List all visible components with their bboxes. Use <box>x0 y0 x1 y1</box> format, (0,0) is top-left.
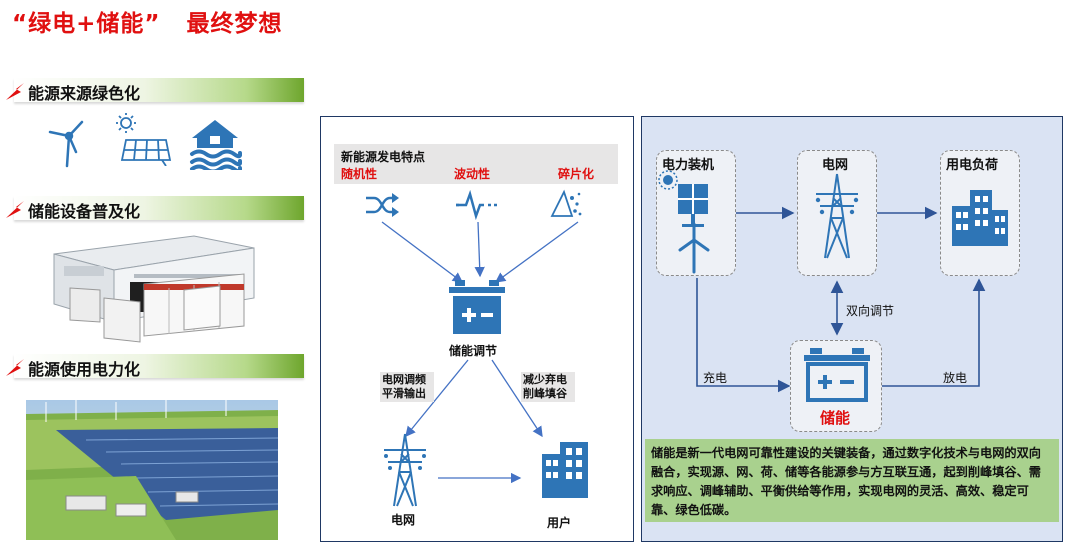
solar-farm-image <box>26 400 278 540</box>
section-bar-electrification: 能源使用电力化 <box>6 354 304 379</box>
trait-fragmentation: 碎片化 <box>558 167 595 181</box>
trait-fluctuation: 波动性 <box>454 167 491 181</box>
node-load-label: 用电负荷 <box>946 158 999 173</box>
pylon-icon <box>384 433 426 507</box>
section-label: 能源来源绿色化 <box>28 84 141 103</box>
traits-box <box>334 144 618 184</box>
title-part1: “绿电+储能” <box>12 11 161 37</box>
grid-pylon-icon <box>815 173 859 259</box>
storage-regulation-label: 储能调节 <box>449 344 498 358</box>
node-grid-label: 电网 <box>822 158 849 173</box>
red-arrow-icon <box>6 83 24 100</box>
right-panel-arrows <box>696 206 986 393</box>
wind-turbine-icon <box>48 120 84 168</box>
discharge-label: 放电 <box>943 371 968 385</box>
note-line: 减少弃电 <box>523 373 567 386</box>
red-arrow-icon <box>6 201 24 218</box>
note-line: 平滑输出 <box>382 387 426 400</box>
storage-equipment-image <box>53 235 255 343</box>
section-bar-storage: 储能设备普及化 <box>6 196 304 221</box>
waveform-icon <box>456 190 497 220</box>
building-icon <box>542 442 588 498</box>
bidirectional-label: 双向调节 <box>846 304 895 318</box>
section-label: 能源使用电力化 <box>28 360 141 379</box>
mid-panel-arrows <box>381 221 579 484</box>
solar-panel-icon <box>116 113 172 166</box>
battery-icon <box>449 280 505 334</box>
note-line: 削峰填谷 <box>523 387 567 400</box>
storage-description: 储能是新一代电网可靠性建设的关键装备，通过数字化技术与电网的双向融合，实现源、网… <box>645 439 1059 522</box>
note-line: 电网调频 <box>382 373 426 386</box>
fragment-icon <box>550 189 582 217</box>
mid-user-label: 用户 <box>547 516 572 530</box>
section-bar-green-source: 能源来源绿色化 <box>6 78 304 103</box>
mid-grid-label: 电网 <box>391 513 416 527</box>
storage-label: 储能 <box>820 409 851 427</box>
page-title: “绿电+储能” 最终梦想 <box>12 4 283 38</box>
solar-wind-icon <box>658 170 710 274</box>
shuffle-icon <box>366 193 399 217</box>
section-label: 储能设备普及化 <box>28 202 141 221</box>
traits-header: 新能源发电特点 <box>341 150 426 164</box>
charge-label: 充电 <box>703 371 728 385</box>
node-power-install-label: 电力装机 <box>662 158 715 173</box>
storage-battery-icon <box>804 348 870 402</box>
trait-randomness: 随机性 <box>341 167 378 181</box>
red-arrow-icon <box>6 359 24 376</box>
hydro-house-icon <box>190 120 242 170</box>
peak-shaving-note: 减少弃电 削峰填谷 <box>521 372 575 402</box>
title-part2: 最终梦想 <box>186 11 283 37</box>
node-grid <box>797 150 877 276</box>
grid-regulation-note: 电网调频 平滑输出 <box>380 372 434 402</box>
load-building-icon <box>952 190 1008 246</box>
